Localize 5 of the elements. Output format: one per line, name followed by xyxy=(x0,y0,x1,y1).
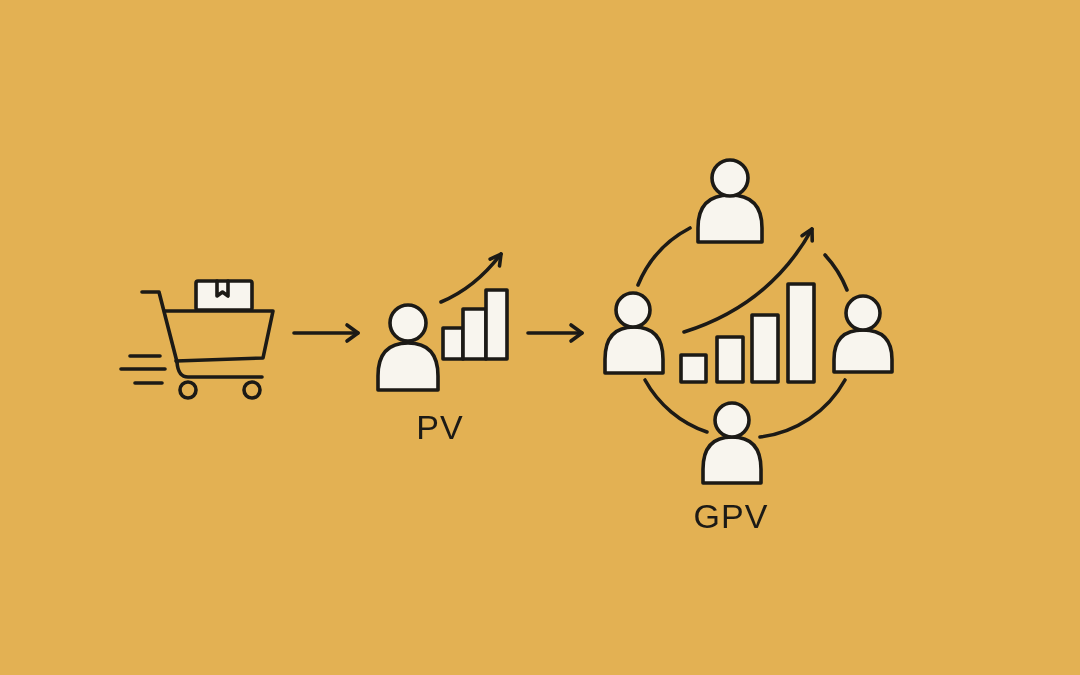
shopping-cart-illustration xyxy=(116,276,278,400)
arrow xyxy=(526,323,584,343)
arrow xyxy=(292,323,360,343)
node-label: PV xyxy=(416,410,464,444)
node-label: GPV xyxy=(693,499,769,533)
